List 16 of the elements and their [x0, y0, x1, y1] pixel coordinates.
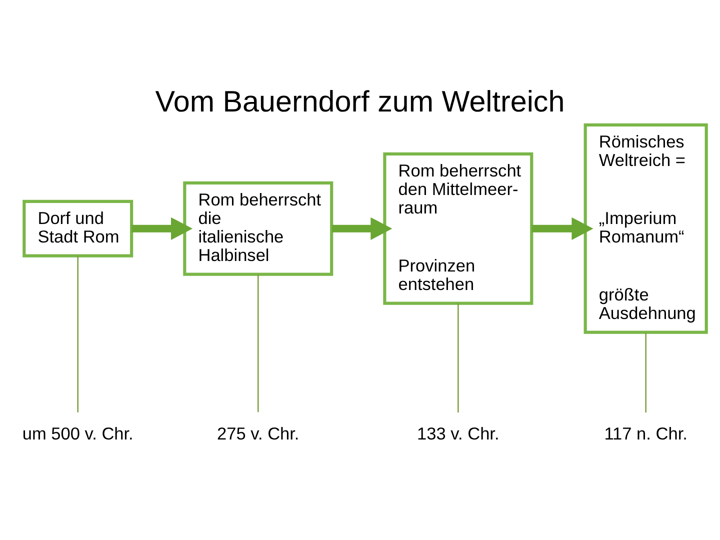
node-text: um 500 v. Chr.	[22, 423, 134, 444]
diagram-title: Vom Bauerndorf zum Weltreich	[155, 86, 565, 119]
arrow	[532, 217, 594, 240]
node-box: Rom beherrscht den Mittelmeer- raum Provinzen entstehen	[383, 152, 534, 305]
node-box: Rom beherrscht die italienische Halbinsel	[183, 181, 334, 276]
node-text: 133 v. Chr.	[417, 423, 500, 444]
node-text: 117 n. Chr.	[604, 423, 688, 444]
arrow	[132, 217, 193, 240]
connector	[645, 332, 646, 412]
connector	[77, 256, 78, 412]
node-text: 275 v. Chr.	[217, 423, 300, 444]
connector	[458, 303, 459, 412]
connector	[258, 274, 259, 412]
node-box: Römisches Weltreich = „Imperium Romanum“ größte Ausdehnung	[584, 123, 708, 334]
node-box: Dorf und Stadt Rom	[22, 200, 134, 258]
arrow	[332, 217, 392, 240]
